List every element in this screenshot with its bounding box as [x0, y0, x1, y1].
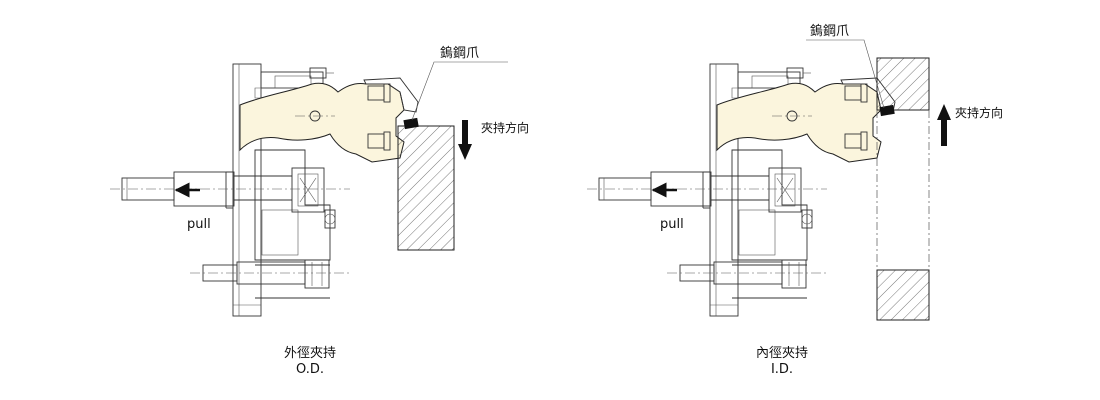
od-insert-leader [411, 61, 508, 121]
id-clamp-direction-up-arrow-icon [937, 104, 951, 146]
od-pull-label: pull [187, 217, 211, 232]
id-workpiece-upper [876, 57, 930, 111]
id-workpiece-lower [876, 269, 930, 321]
id-insert-icon [879, 104, 895, 117]
id-insert-leader [806, 39, 885, 109]
od-workpiece [397, 125, 455, 251]
id-figure: 鎢鋼爪 夾持方向 pull 內徑夾持 I.D. [586, 23, 1003, 377]
od-insert-icon [403, 117, 419, 130]
od-figure: 鎢鋼爪 夾持方向 pull 外徑夾持 O.D. [109, 45, 529, 377]
od-insert-label: 鎢鋼爪 [440, 45, 479, 61]
od-chuck-mechanism [109, 63, 419, 317]
id-caption-title: 內徑夾持 [756, 346, 808, 361]
od-caption-title: 外徑夾持 [284, 346, 336, 361]
id-insert-label: 鎢鋼爪 [810, 23, 849, 39]
id-chuck-mechanism [586, 63, 896, 317]
id-pull-label: pull [660, 217, 684, 232]
od-clamp-direction-down-arrow-icon [458, 120, 472, 160]
od-direction-label: 夾持方向 [481, 120, 529, 135]
od-caption-abbrev: O.D. [296, 362, 324, 377]
id-direction-label: 夾持方向 [955, 105, 1003, 120]
id-caption-abbrev: I.D. [771, 362, 793, 377]
